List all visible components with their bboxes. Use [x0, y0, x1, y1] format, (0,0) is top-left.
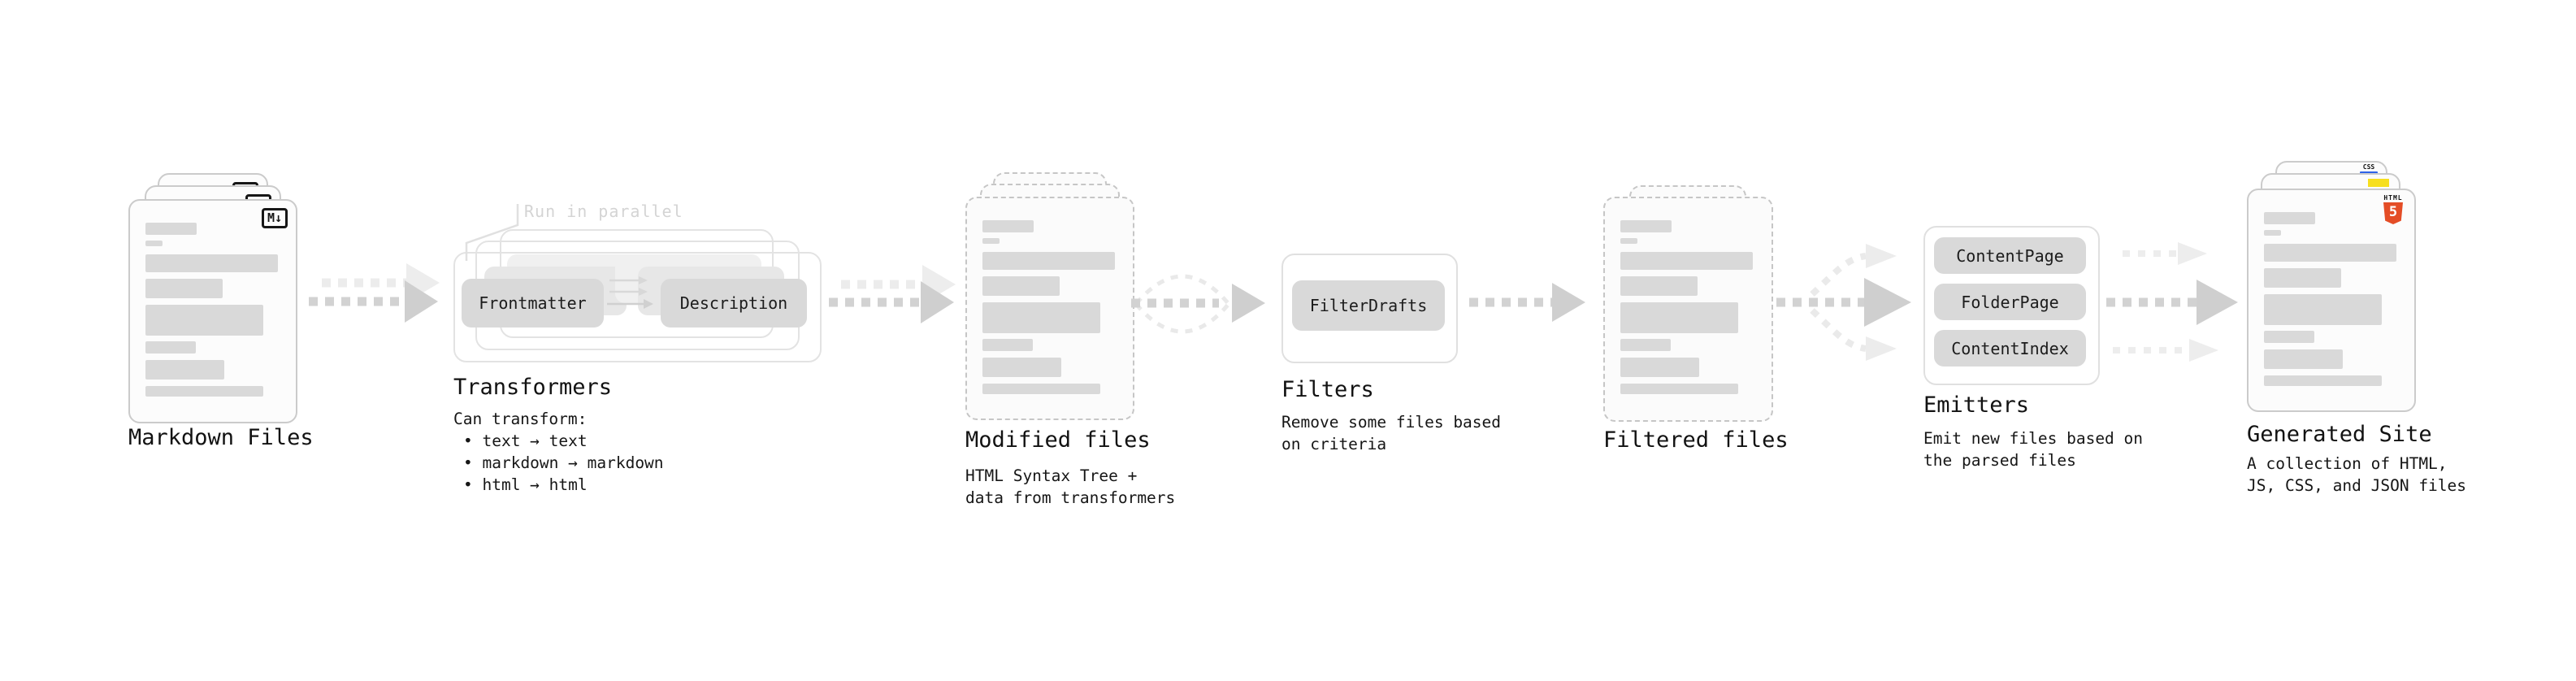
text-line-bar — [982, 339, 1033, 351]
stage-label-generated-site: Generated Site — [2247, 422, 2432, 447]
arrow-transformers-to-modified — [829, 265, 956, 323]
html5-icon: HTML 5 — [2380, 194, 2406, 224]
stage-label-markdown-files: Markdown Files — [128, 425, 314, 450]
text-line-bar — [145, 223, 197, 235]
text-line-bar — [1620, 252, 1753, 270]
text-line-bar — [2264, 349, 2343, 369]
text-line-bar — [1620, 384, 1738, 394]
text-line-bar — [145, 305, 263, 336]
document-card-front — [1603, 197, 1773, 422]
text-line-bar — [982, 302, 1100, 333]
text-line-bar — [145, 279, 223, 298]
text-line-bar — [1620, 276, 1698, 296]
text-line-bar — [2264, 244, 2396, 262]
modified-files-desc: HTML Syntax Tree + data from transformer… — [965, 466, 1176, 507]
document-card-front: M↓ — [128, 199, 297, 423]
text-line-bar — [982, 252, 1115, 270]
transformer-pill-frontmatter: Frontmatter — [462, 279, 604, 327]
filter-pill-filterdrafts: FilterDrafts — [1292, 280, 1445, 331]
emitter-pill-contentindex: ContentIndex — [1934, 330, 2086, 367]
text-line-bar — [2264, 294, 2382, 325]
text-line-bar — [2264, 375, 2382, 386]
text-line-bar — [982, 358, 1061, 377]
stage-label-filters: Filters — [1281, 377, 1374, 402]
text-line-bar — [982, 276, 1060, 296]
emitters-desc: Emit new files based on the parsed files — [1923, 429, 2144, 470]
run-in-parallel-annotation: Run in parallel — [524, 202, 683, 221]
text-line-bar — [1620, 238, 1637, 244]
arrow-modified-to-filters — [1131, 274, 1265, 334]
document-card-front: HTML 5 — [2247, 189, 2416, 412]
transformers-bullet: • text → text — [463, 432, 588, 450]
html5-badge-shield: 5 — [2383, 202, 2403, 224]
arrow-emitters-to-site — [2106, 242, 2238, 362]
text-line-bar — [1620, 358, 1699, 377]
emitter-pill-contentpage: ContentPage — [1934, 237, 2086, 274]
stage-label-modified-files: Modified files — [965, 427, 1151, 453]
text-line-bar — [145, 254, 278, 272]
text-line-bar — [1620, 302, 1738, 333]
stage-label-filtered-files: Filtered files — [1603, 427, 1789, 453]
arrow-filtered-to-emitters — [1776, 244, 1911, 361]
stage-label-transformers: Transformers — [453, 375, 613, 400]
text-line-bar — [982, 238, 1000, 244]
text-line-bar — [145, 360, 224, 380]
document-content-placeholder — [2249, 190, 2414, 410]
text-line-bar — [982, 220, 1034, 232]
markdown-icon: M↓ — [261, 208, 288, 228]
emitter-pill-folderpage: FolderPage — [1934, 284, 2086, 320]
transformers-bullet: • markdown → markdown — [463, 453, 664, 472]
text-line-bar — [145, 386, 263, 397]
arrow-filters-to-filtered — [1469, 283, 1585, 322]
text-line-bar — [2264, 230, 2281, 236]
text-line-bar — [145, 341, 196, 354]
js-icon — [2368, 179, 2389, 187]
document-content-placeholder — [967, 198, 1133, 419]
text-line-bar — [1620, 220, 1672, 232]
transformer-box-front — [453, 252, 822, 362]
transformers-desc-title: Can transform: — [453, 410, 588, 428]
document-card-front — [965, 197, 1134, 420]
arrow-markdown-to-transformers — [309, 263, 440, 323]
css-badge-label: CSS — [2362, 163, 2375, 171]
text-line-bar — [1620, 339, 1671, 351]
document-content-placeholder — [1605, 198, 1772, 420]
text-line-bar — [2264, 331, 2314, 343]
transformers-bullet: • html → html — [463, 475, 588, 494]
html5-badge-word: HTML — [2383, 194, 2403, 202]
text-line-bar — [145, 241, 163, 246]
text-line-bar — [982, 384, 1100, 394]
text-line-bar — [2264, 212, 2315, 224]
generated-site-desc: A collection of HTML, JS, CSS, and JSON … — [2247, 454, 2467, 495]
stage-label-emitters: Emitters — [1923, 393, 2030, 418]
filters-desc: Remove some files based on criteria — [1281, 413, 1502, 453]
transformer-pill-description: Description — [661, 279, 807, 327]
document-content-placeholder — [130, 201, 296, 422]
text-line-bar — [2264, 268, 2341, 288]
